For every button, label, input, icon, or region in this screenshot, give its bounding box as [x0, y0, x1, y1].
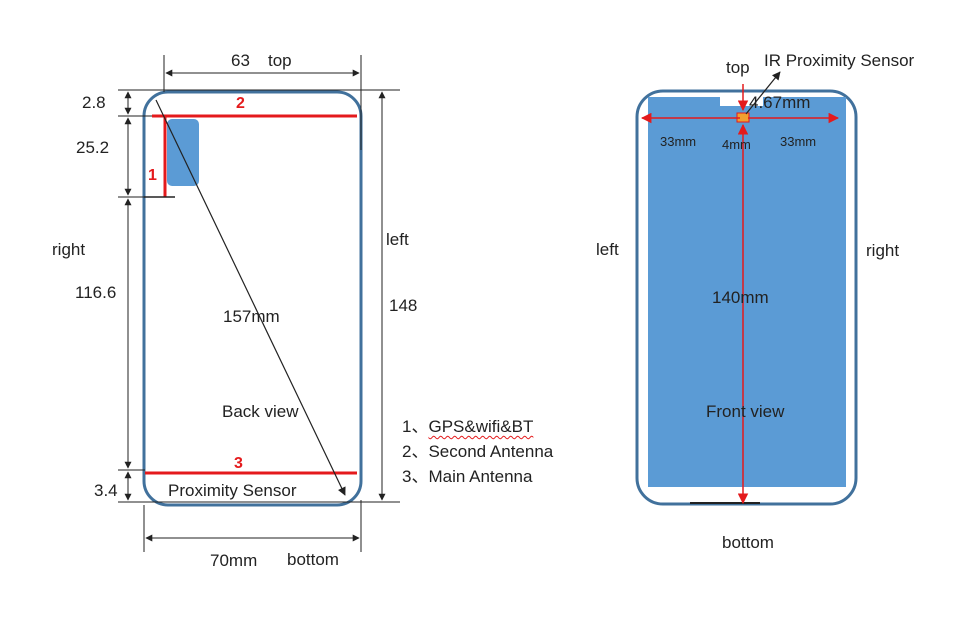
dim-2-8: 2.8 [82, 93, 106, 112]
legend-item: 1、GPS&wifi&BT [402, 414, 553, 439]
dim-140: 140mm [712, 288, 769, 307]
front-view-title: Front view [706, 402, 785, 421]
side-left-back: left [386, 230, 409, 249]
dim-width-top: 63 [231, 51, 250, 70]
top-label-front: top [726, 58, 750, 77]
dim-25-2: 25.2 [76, 138, 109, 157]
dim-diagonal: 157mm [223, 307, 280, 326]
legend-text: Second Antenna [428, 442, 554, 461]
ir-pointer-line [745, 71, 781, 115]
diagonal-line [155, 99, 346, 496]
legend-num: 1、 [402, 417, 429, 436]
legend-text: Main Antenna [428, 467, 533, 486]
dim-3-4: 3.4 [94, 481, 118, 500]
legend-item: 2、Second Antenna [402, 439, 553, 464]
camera-module [167, 119, 199, 186]
dim-left-33: 33mm [660, 134, 696, 149]
dim-width-bottom: 70mm [210, 551, 257, 570]
antenna-legend: 1、GPS&wifi&BT 2、Second Antenna 3、Main An… [402, 414, 553, 489]
side-left-front: left [596, 240, 619, 259]
proximity-sensor-label: Proximity Sensor [168, 481, 297, 500]
bottom-label-front: bottom [722, 533, 774, 552]
legend-item: 3、Main Antenna [402, 464, 553, 489]
side-right-front: right [866, 241, 899, 260]
side-right-back: right [52, 240, 85, 259]
ir-sensor-label: IR Proximity Sensor [764, 51, 915, 70]
legend-num: 3、 [402, 467, 429, 486]
antenna-marker-3: 3 [234, 455, 243, 472]
legend-text: GPS&wifi&BT [428, 417, 534, 436]
bottom-label-back: bottom [287, 550, 339, 569]
front-view: top IR Proximity Sensor 4.67mm 33mm 4mm … [596, 51, 915, 552]
legend-num: 2、 [402, 442, 429, 461]
dim-148: 148 [389, 296, 417, 315]
back-view: 2 1 3 63 top 2.8 25.2 right 116.6 3.4 le… [52, 51, 417, 570]
antenna-marker-2: 2 [236, 95, 245, 112]
antenna-marker-1: 1 [148, 167, 157, 184]
back-phone-outline [142, 90, 363, 507]
dim-center-4: 4mm [722, 137, 751, 152]
dim-right-33: 33mm [780, 134, 816, 149]
back-view-title: Back view [222, 402, 299, 421]
dim-notch-width: 4.67mm [749, 93, 810, 112]
dim-116-6: 116.6 [75, 283, 116, 302]
top-label-back: top [268, 51, 292, 70]
